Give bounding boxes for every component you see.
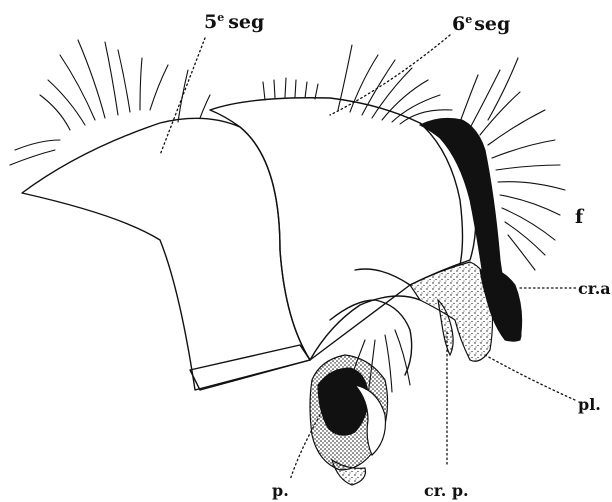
segment-5-plate (22, 118, 310, 390)
leader-seg5 (160, 38, 205, 155)
leader-seg6 (330, 35, 450, 115)
segment-6-plate (210, 98, 476, 360)
label-cra: cr.a. (578, 279, 612, 298)
label-p: p. (272, 481, 289, 500)
label-pl: pl. (578, 395, 601, 414)
penis-p (310, 355, 388, 485)
connecting-membrane (310, 296, 420, 360)
seg6-bristles (263, 45, 452, 124)
segment-5-lower-rim (190, 345, 310, 390)
label-f: f (575, 206, 585, 228)
leader-pl (485, 355, 575, 400)
segment-6-fold (355, 269, 410, 285)
label-crp: cr. p. (424, 481, 469, 500)
